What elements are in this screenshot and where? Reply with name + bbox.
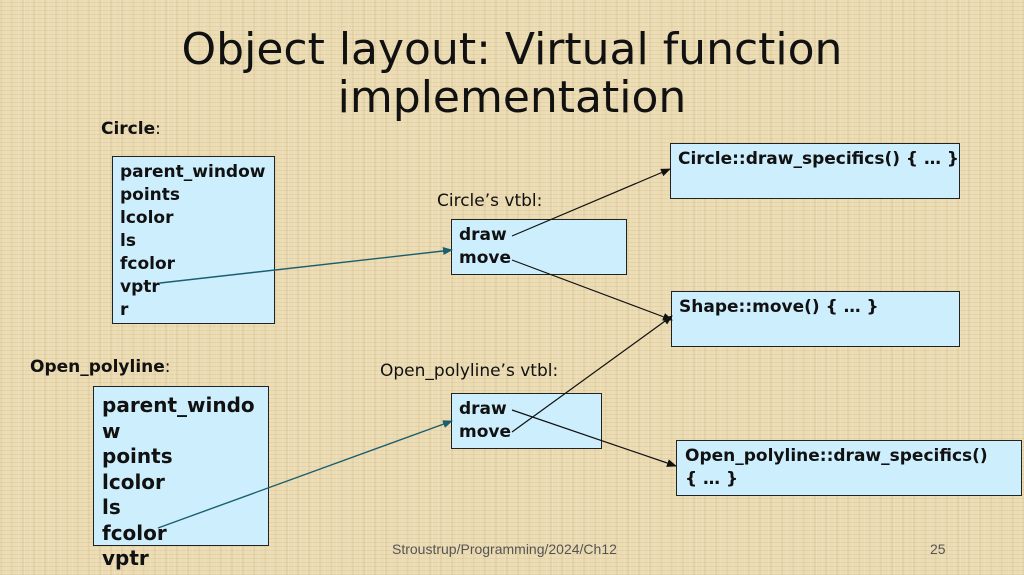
arrow-circle-draw-to-draw-specifics <box>511 168 671 237</box>
shape-move-box: Shape::move() { … } <box>671 291 960 347</box>
field-vptr: vptr <box>120 277 160 297</box>
page-number: 25 <box>930 541 946 557</box>
field-points: points <box>120 185 181 205</box>
arrow-circle-vptr-to-vtbl <box>159 247 453 284</box>
field-points: points <box>102 444 173 468</box>
field-r: r <box>120 300 129 320</box>
field-parent-window: parent_window <box>120 162 266 182</box>
open-polyline-label: Open_polyline: <box>30 357 171 377</box>
vtbl-entry-draw: draw <box>459 399 507 419</box>
circle-draw-specifics-box: Circle::draw_specifics() { … } <box>670 143 960 199</box>
function-signature-line2: { … } <box>685 469 739 489</box>
field-vptr: vptr <box>102 546 149 570</box>
field-lcolor: lcolor <box>102 469 165 494</box>
vtbl-entry-draw: draw <box>459 225 507 245</box>
slide-title: Object layout: Virtual function implemen… <box>0 26 1024 122</box>
function-signature-line1: Open_polyline::draw_specifics() <box>685 446 988 466</box>
field-lcolor: lcolor <box>120 208 174 228</box>
arrow-circle-move-to-shape-move <box>511 259 673 321</box>
arrow-open-polyline-move-to-shape-move <box>511 315 673 433</box>
circle-vtbl-label: Circle’s vtbl: <box>437 191 543 211</box>
function-signature: Shape::move() { … } <box>679 297 879 317</box>
circle-object-box: parent_window points lcolor ls fcolor vp… <box>112 156 275 324</box>
function-signature: Circle::draw_specifics() { … } <box>678 149 959 169</box>
field-fcolor: fcolor <box>120 254 176 274</box>
field-parent-window-wrap: w <box>102 418 121 443</box>
vtbl-entry-move: move <box>459 248 512 268</box>
field-fcolor: fcolor <box>102 520 167 545</box>
field-ls: ls <box>120 231 136 251</box>
field-parent-window: parent_windo <box>102 393 255 417</box>
circle-label: Circle: <box>101 119 161 139</box>
slide-title-line2: implementation <box>337 72 687 123</box>
open-polyline-object-box: parent_windo w points lcolor ls fcolor v… <box>93 386 269 570</box>
field-ls: ls <box>102 495 121 519</box>
slide-title-line1: Object layout: Virtual function <box>181 24 843 75</box>
footer-text: Stroustrup/Programming/2024/Ch12 <box>392 541 617 557</box>
open-polyline-vtbl-label: Open_polyline’s vtbl: <box>380 361 559 381</box>
circle-vtbl-box: draw move <box>451 219 627 275</box>
arrow-open-polyline-vptr-to-vtbl <box>157 420 453 529</box>
vtbl-entry-move: move <box>459 422 512 442</box>
open-polyline-draw-specifics-box: Open_polyline::draw_specifics() { … } <box>676 440 1022 496</box>
arrow-open-polyline-draw-to-draw-specifics <box>511 409 677 467</box>
